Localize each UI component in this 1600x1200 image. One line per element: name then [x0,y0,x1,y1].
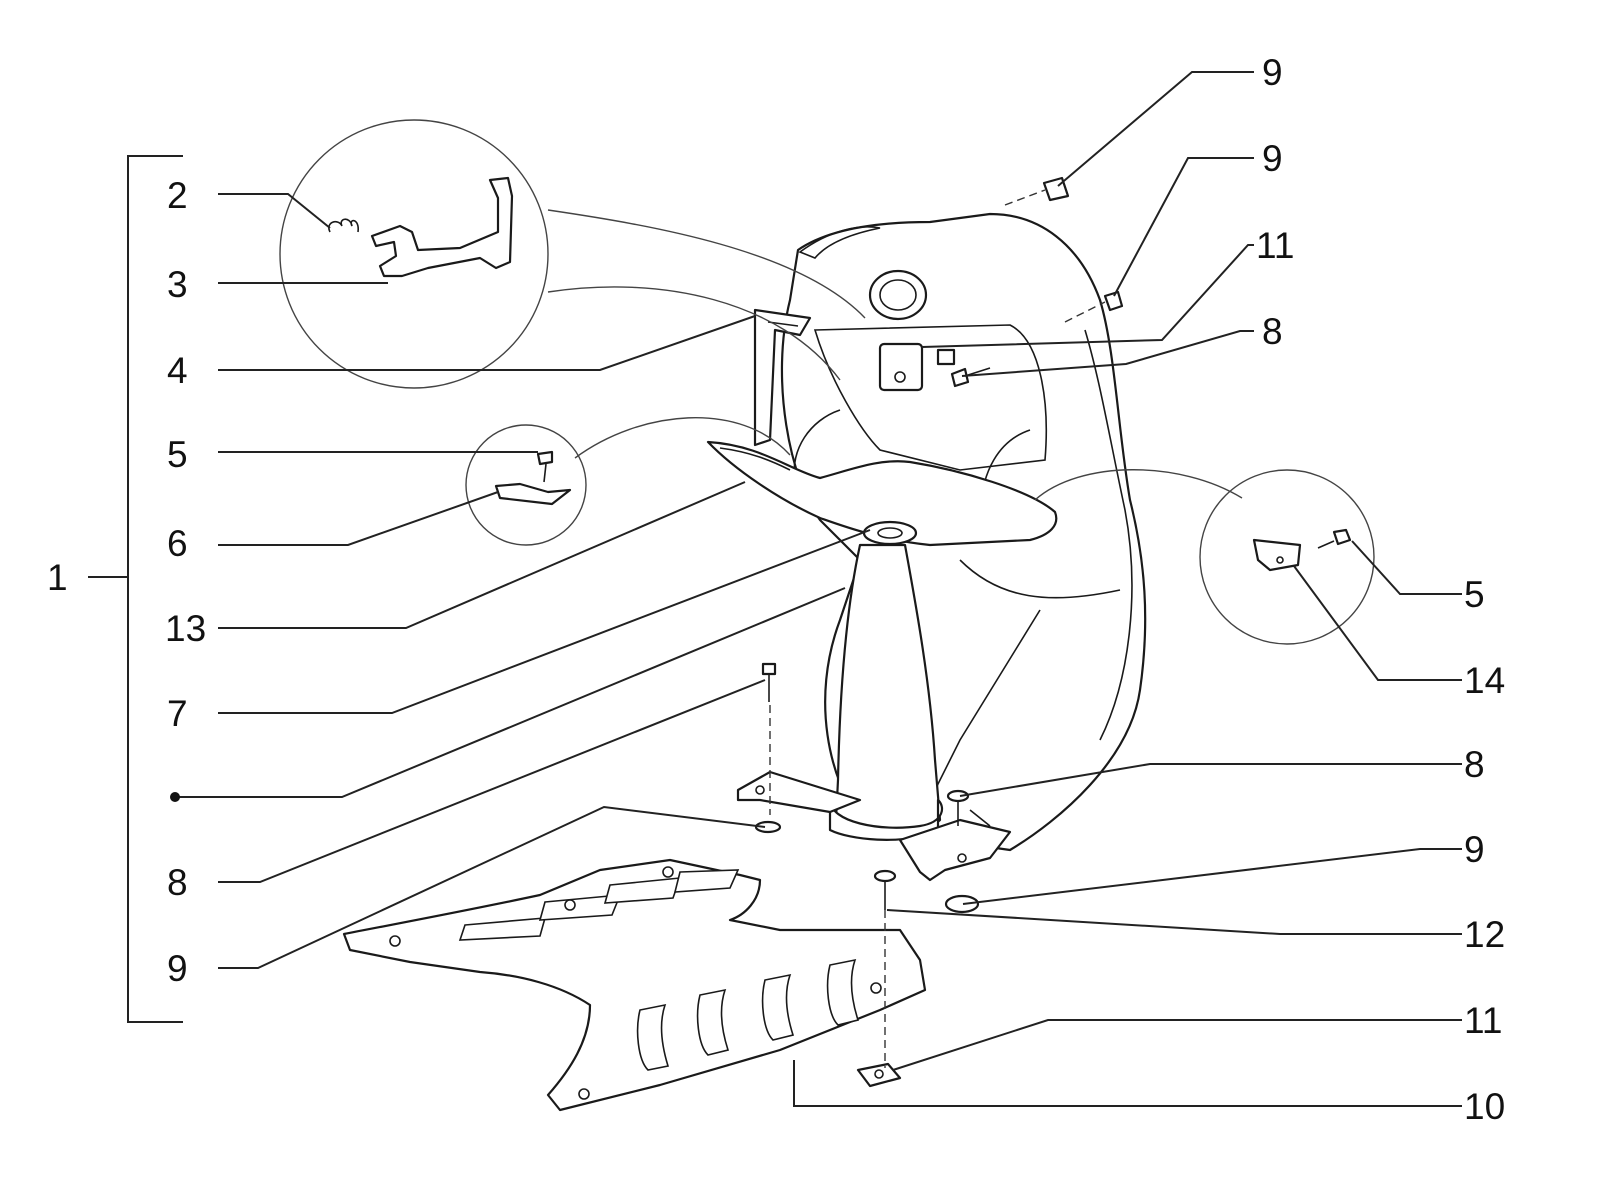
callout-4: 4 [167,350,188,391]
callout-11-bottom: 11 [1464,1000,1502,1041]
lower-brackets-part [736,770,1012,882]
callout-7: 7 [167,693,188,734]
floor-panel-part [342,858,927,1112]
glovebox-cover-part [706,440,1058,547]
bullet-dot [170,792,180,802]
callout-5-left: 5 [167,434,188,475]
callout-9-top-1: 9 [1262,52,1283,93]
callout-3: 3 [167,264,188,305]
assembly-axes [769,189,1106,1068]
callout-labels: 1 2 3 4 5 6 13 7 8 9 9 9 11 8 5 14 8 9 1… [47,52,1505,1127]
callout-13: 13 [165,608,206,649]
clip-detail-left [494,450,572,506]
callout-8-mid: 8 [1464,744,1485,785]
lock-lever-detail [328,176,514,278]
callout-9-mid: 9 [1464,829,1485,870]
detail-zoom-circles [279,119,1375,645]
steering-tube-part [828,520,944,841]
leader-lines [175,71,1462,1107]
callout-1: 1 [47,557,68,598]
callout-8-top: 8 [1262,311,1283,352]
callout-8-left: 8 [167,862,188,903]
callout-12: 12 [1464,914,1505,955]
callout-11-top: 11 [1256,225,1294,266]
callout-9-left: 9 [167,948,188,989]
group-bracket [88,155,183,1023]
callout-6: 6 [167,523,188,564]
callout-2: 2 [167,175,188,216]
callout-9-top-2: 9 [1262,138,1283,179]
callout-10: 10 [1464,1086,1505,1127]
callout-5-right: 5 [1464,574,1485,615]
clip-detail-right [1252,528,1352,572]
callout-14: 14 [1464,660,1505,701]
